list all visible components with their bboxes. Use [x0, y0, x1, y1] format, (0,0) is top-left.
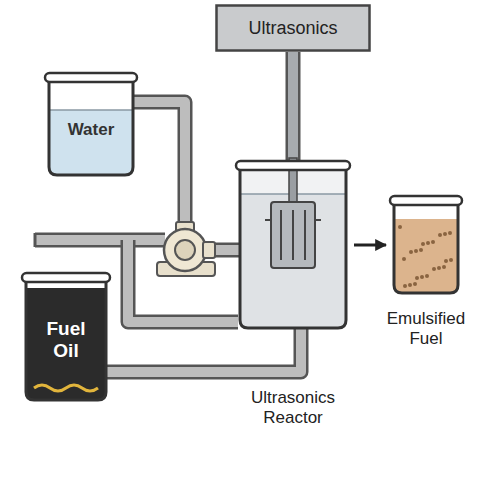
generator-housing: [217, 6, 370, 51]
flow-arrow: [354, 245, 386, 246]
emulsified-fuel-beaker: Emulsified Fuel: [390, 195, 462, 295]
liquid: [394, 219, 458, 293]
pipe: [133, 102, 240, 250]
liquid-surface: [49, 109, 133, 111]
beaker-rim: [390, 196, 462, 205]
component-label: Ultrasonics Reactor: [231, 388, 355, 427]
node-label: Water: [48, 120, 134, 140]
beaker-wall: [26, 280, 106, 400]
liquid: [26, 288, 106, 400]
sonotrode-probe: [265, 158, 321, 268]
beaker-wall: [49, 80, 133, 175]
pump: [157, 222, 215, 276]
component-label: Emulsified Fuel: [371, 309, 481, 348]
pipe: [106, 327, 301, 372]
node-label: Ultrasonics: [223, 18, 363, 39]
liquid: [49, 110, 133, 175]
beaker-rim: [45, 73, 137, 82]
droplets: [398, 225, 453, 288]
fuel-oil-beaker: Fuel Oil: [22, 272, 110, 402]
beaker-rim: [236, 161, 350, 170]
beaker-rim: [22, 273, 110, 282]
ultrasonics-reactor: Ultrasonics Reactor: [236, 160, 350, 330]
node-outline: [236, 160, 350, 330]
beaker-wall: [394, 203, 458, 293]
liquid: [240, 194, 346, 328]
node-label: Fuel Oil: [36, 318, 96, 362]
water-beaker: Water: [45, 72, 137, 177]
ultrasonics-generator: Ultrasonics: [215, 4, 371, 52]
pipe: [293, 52, 294, 162]
oil-wave: [34, 385, 98, 391]
node-outline: [390, 195, 462, 295]
beaker-wall: [240, 168, 346, 328]
